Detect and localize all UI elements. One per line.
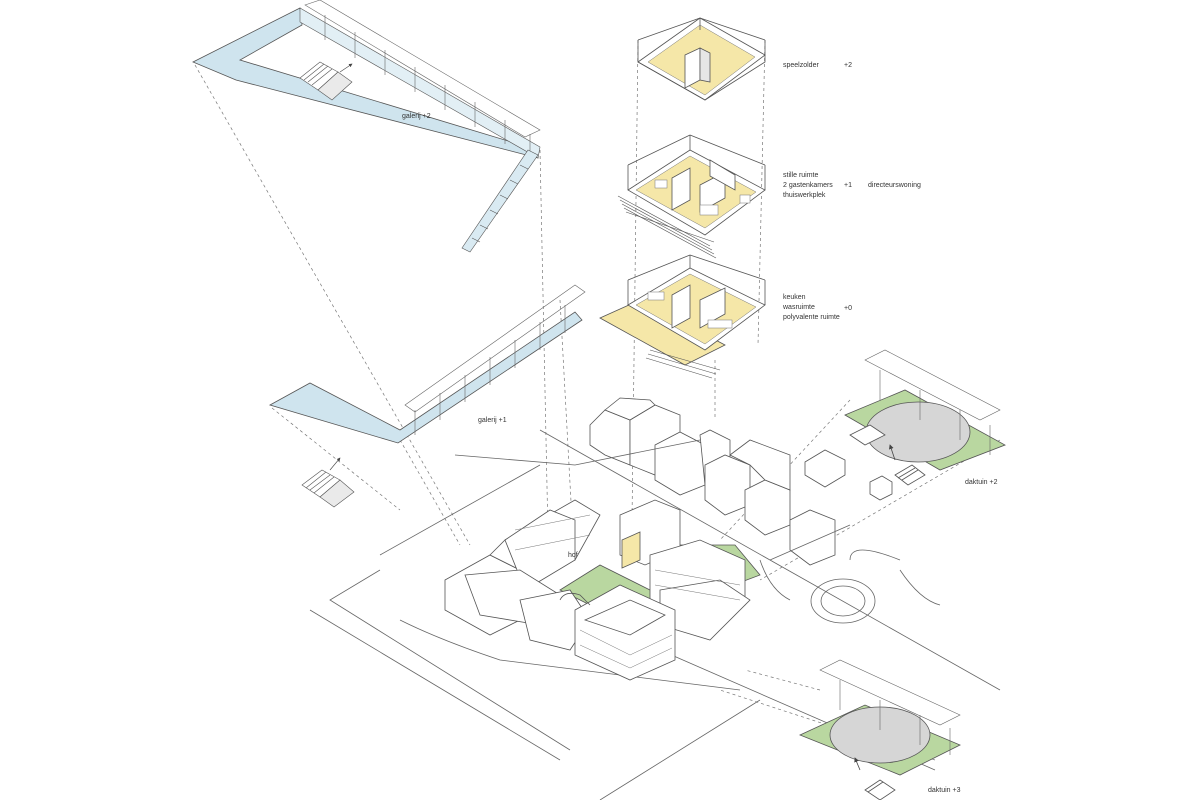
room-keuken: keuken xyxy=(783,294,806,301)
daktuin-plus-2 xyxy=(844,349,1006,486)
galerij-plus-1-stair-icon xyxy=(301,457,355,508)
daktuin-plus-2-stair-icon xyxy=(888,444,926,486)
label-daktuin-plus-3: daktuin +3 xyxy=(928,787,961,794)
floor-plus-1-level: +1 xyxy=(844,182,852,189)
floor-plus-2-rooms: speelzolder xyxy=(783,61,819,71)
label-daktuin-plus-2: daktuin +2 xyxy=(965,479,998,486)
floor-plus-1-rooms: stille ruimte 2 gastenkamers thuiswerkpl… xyxy=(783,171,833,201)
room-polyvalente-ruimte: polyvalente ruimte xyxy=(783,314,840,321)
label-galerij-plus-1: galerij +1 xyxy=(478,417,507,424)
galerij-plus-1 xyxy=(268,284,586,508)
daktuin-plus-3 xyxy=(798,659,961,801)
galerij-plus-1-canopy xyxy=(404,284,586,435)
floor-plus-1 xyxy=(617,134,766,259)
label-galerij-plus-2: galerij +2 xyxy=(402,113,431,120)
galerij-plus-2-stair-icon xyxy=(299,61,353,101)
daktuin-plus-3-stair-icon xyxy=(854,757,896,801)
floor-plus-1-stair xyxy=(617,195,717,259)
floor-plus-2-level: +2 xyxy=(844,62,852,69)
galerij-plus-2 xyxy=(192,0,541,253)
main-building-complex xyxy=(444,499,761,681)
floor-plus-0 xyxy=(599,254,766,379)
galerij-plus-2-ramp xyxy=(461,149,539,253)
terrace-houses xyxy=(589,397,893,566)
daktuin-plus-3-pergola xyxy=(819,659,961,755)
floor-plus-0-level: +0 xyxy=(844,305,852,312)
label-hof: hof xyxy=(568,552,578,559)
label-directeurswoning: directeurswoning xyxy=(868,182,921,189)
room-thuiswerkplek: thuiswerkplek xyxy=(783,192,826,199)
daktuin-plus-2-pergola xyxy=(864,349,1001,455)
floor-plus-2-speelzolder xyxy=(637,17,766,101)
room-wasruimte: wasruimte xyxy=(783,304,815,311)
streets xyxy=(309,429,1001,801)
room-speelzolder: speelzolder xyxy=(783,62,819,69)
room-gastenkamers: 2 gastenkamers xyxy=(783,182,833,189)
galerij-plus-2-canopy xyxy=(304,0,541,155)
floor-plus-0-rooms: keuken wasruimte polyvalente ruimte xyxy=(783,293,840,323)
room-stille-ruimte: stille ruimte xyxy=(783,172,819,179)
floor-plus-0-steps xyxy=(645,349,721,379)
